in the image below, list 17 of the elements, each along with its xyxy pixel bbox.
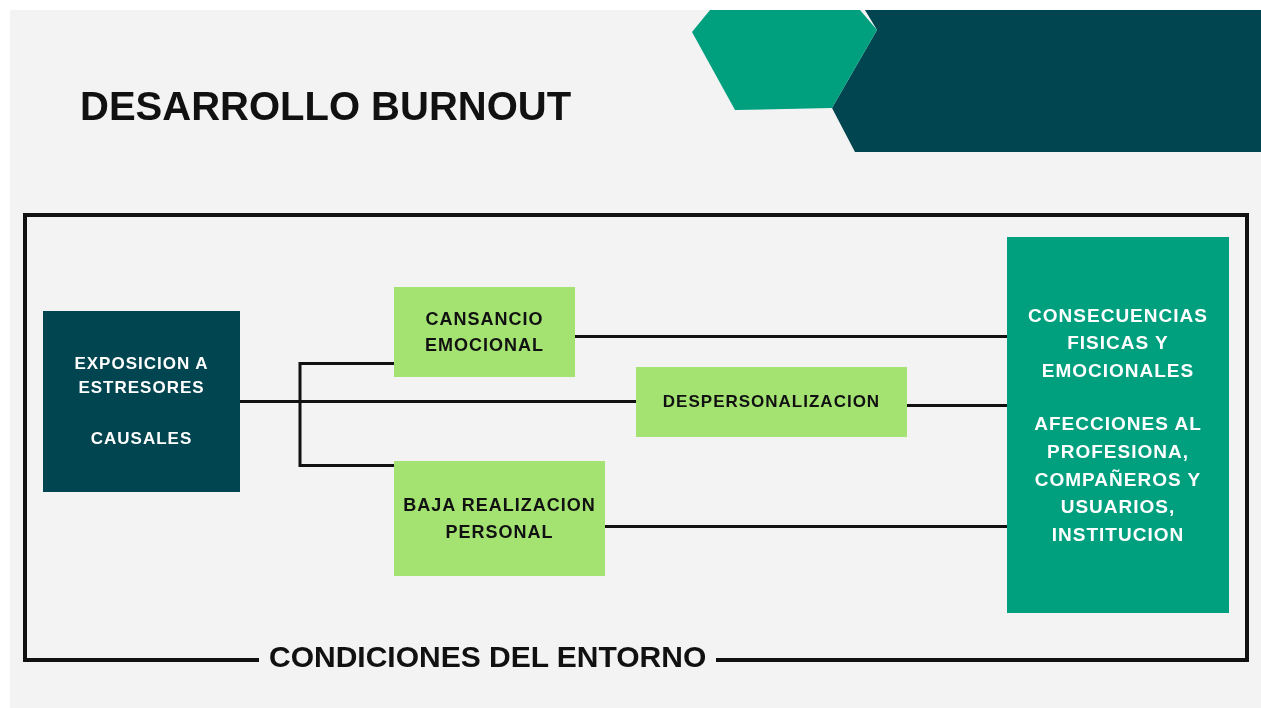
process-box: [1007, 237, 1229, 613]
box-text: BAJA REALIZACION PERSONAL: [402, 494, 597, 544]
box-text: AFECCIONES AL PROFESIONA, COMPAÑEROS Y USUARIOS, INSTITUCION: [1033, 412, 1203, 547]
box-text: CONSECUENCIAS FISICAS Y EMOCIONALES: [1027, 303, 1209, 383]
process-box: [394, 461, 605, 576]
title: DESARROLLO BURNOUT: [80, 84, 572, 129]
connector-line: [907, 404, 1007, 407]
connector-line: [575, 335, 1007, 338]
box-text: CANSANCIO EMOCIONAL: [424, 307, 545, 357]
process-box: [43, 311, 240, 492]
process-box: [394, 287, 575, 377]
box-text: CAUSALES: [90, 427, 193, 450]
connector-line: [240, 400, 394, 468]
box-text: EXPOSICION A ESTRESORES: [73, 352, 210, 400]
connector-line: [605, 525, 1007, 529]
process-box: [636, 367, 907, 437]
box-text: DESPERSONALIZACION: [662, 390, 881, 413]
